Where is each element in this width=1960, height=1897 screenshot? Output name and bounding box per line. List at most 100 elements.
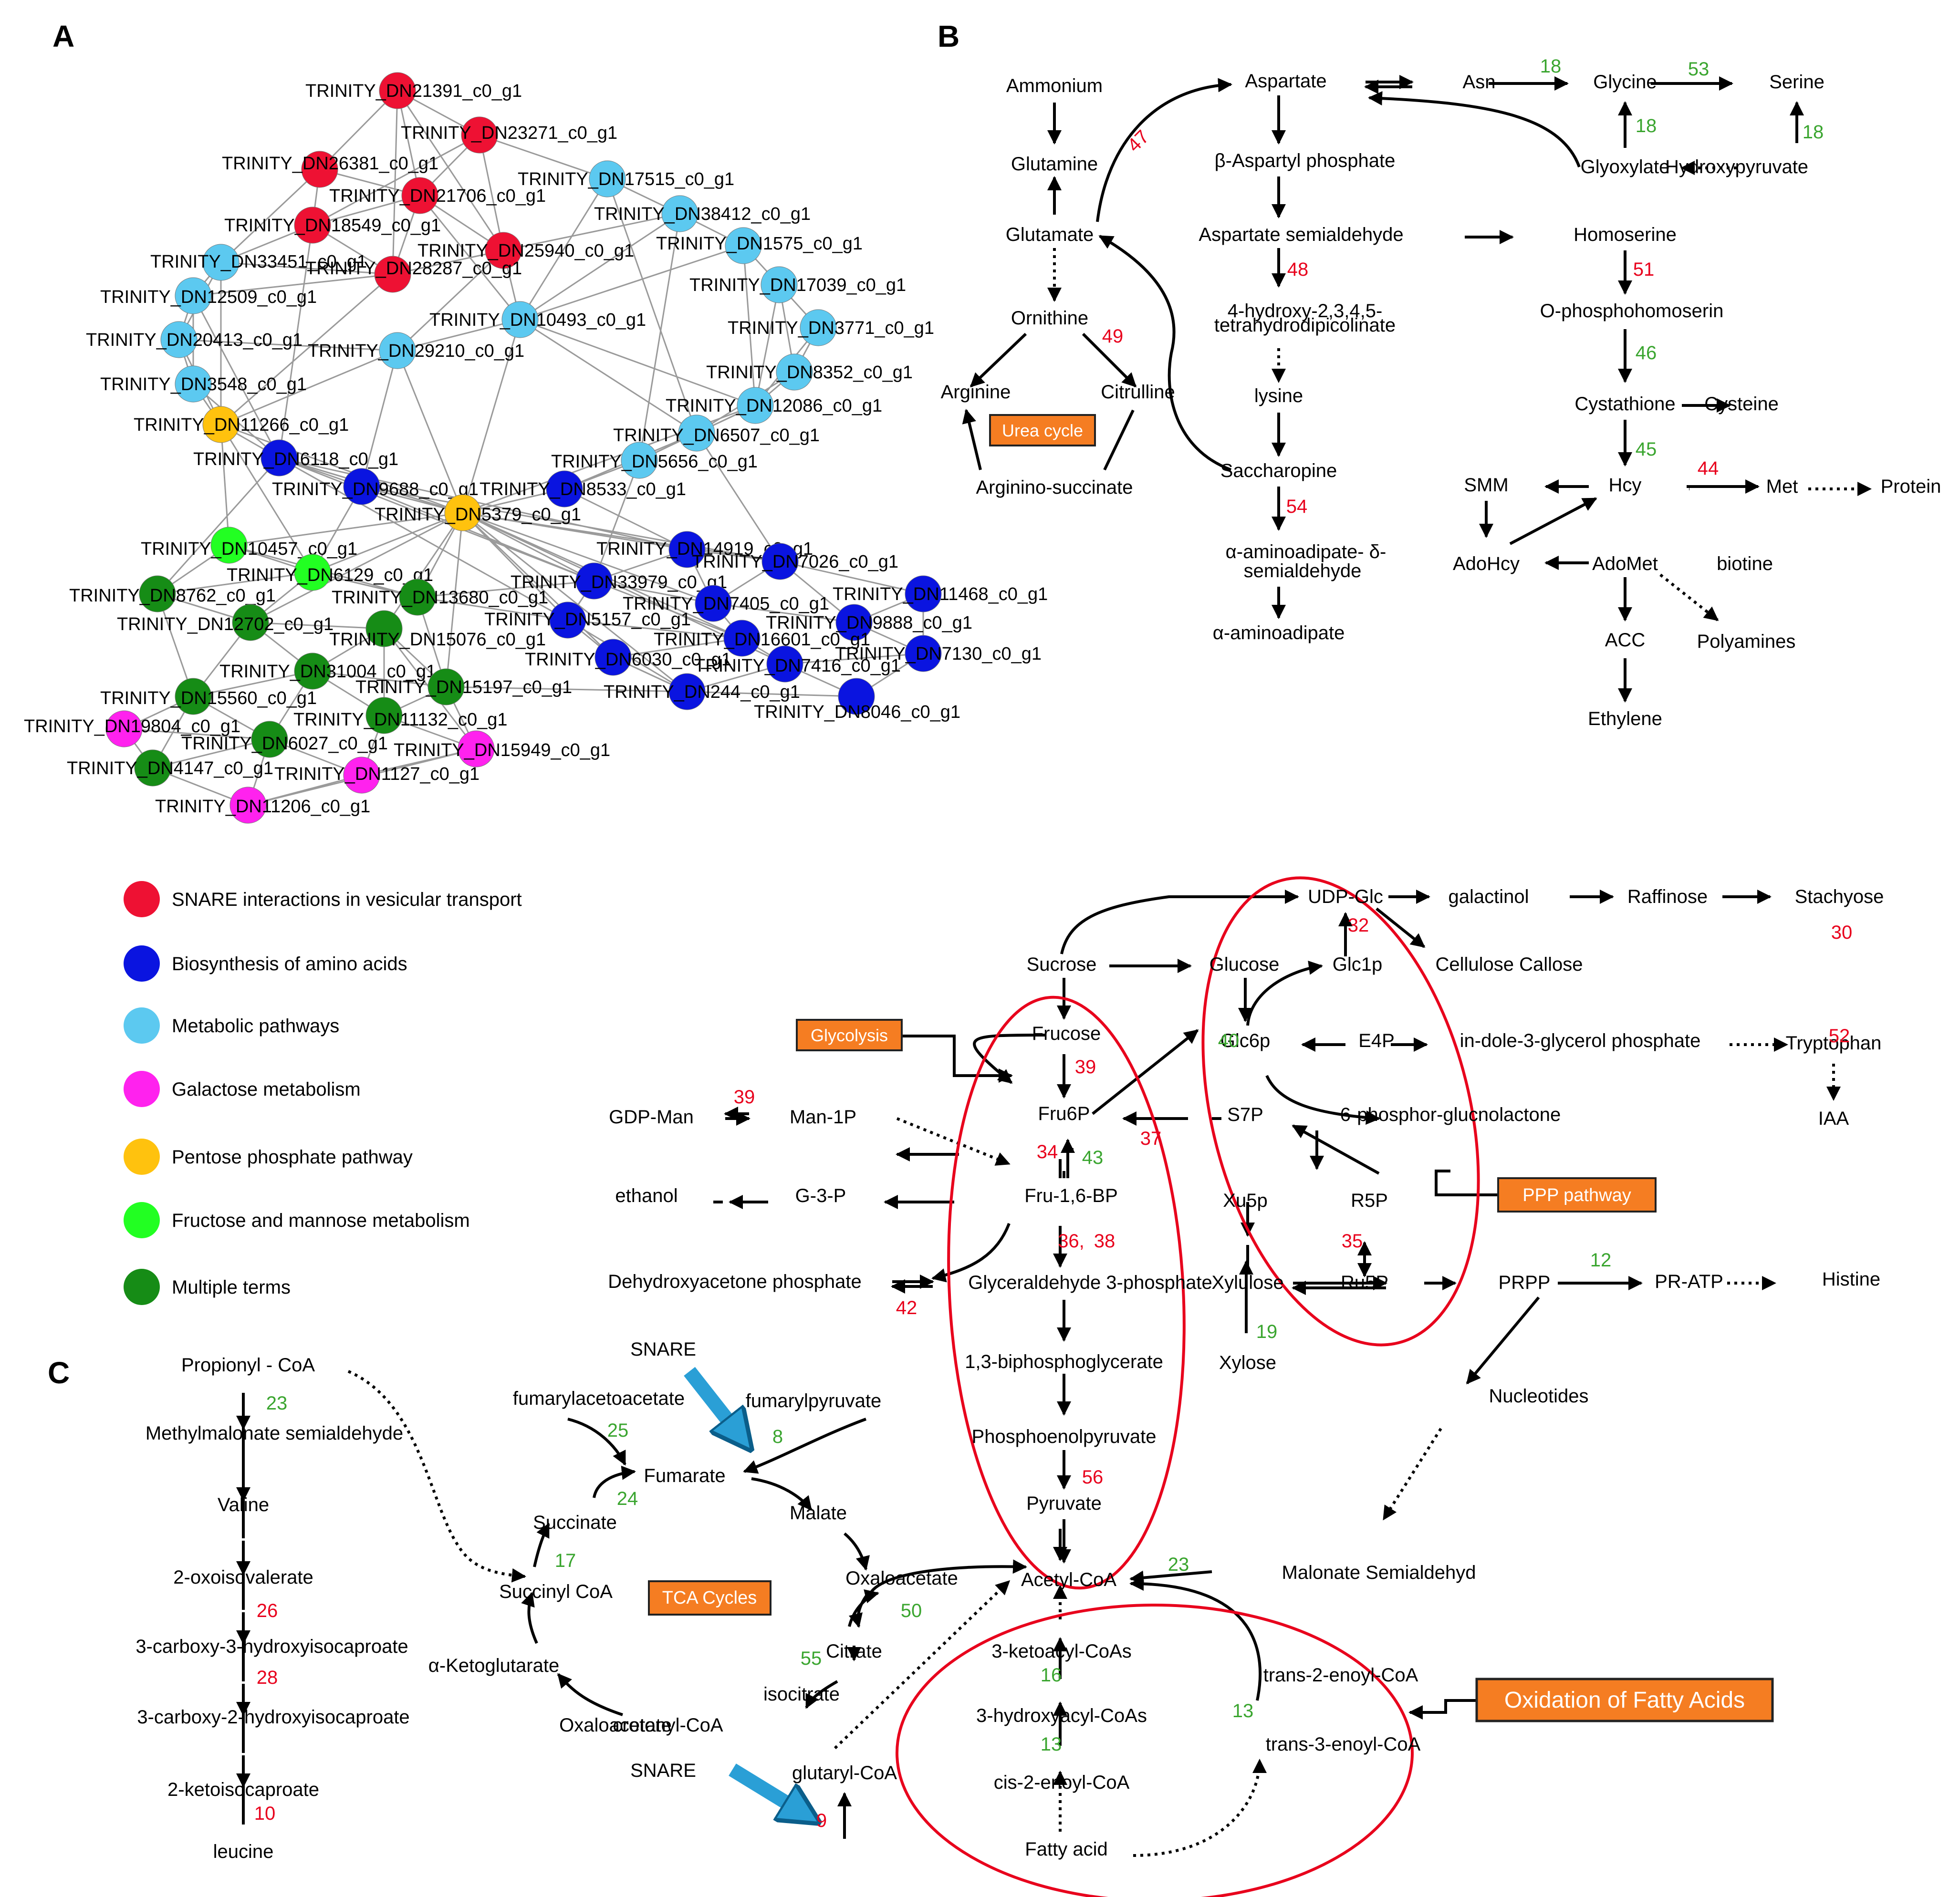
- metabolite-label: Cellulose Callose: [1435, 954, 1583, 975]
- network-node[interactable]: [546, 470, 583, 508]
- network-edge: [613, 637, 742, 658]
- network-node[interactable]: [723, 620, 761, 657]
- network-node[interactable]: [678, 415, 715, 452]
- metabolite-label: Histine: [1822, 1269, 1880, 1290]
- network-node[interactable]: [766, 645, 803, 683]
- metabolite-label: fumarylpyruvate: [746, 1390, 882, 1411]
- network-node[interactable]: [210, 527, 248, 564]
- metabolite-label: α-aminoadipate- δ-: [1226, 541, 1387, 562]
- network-edge: [520, 319, 697, 434]
- metabolite-label: Fumarate: [644, 1465, 725, 1486]
- network-node-label: TRINITY_DN6507_c0_g1: [613, 425, 820, 446]
- metabolite-label: Glc1p: [1333, 954, 1383, 975]
- network-node[interactable]: [343, 468, 380, 505]
- network-node[interactable]: [621, 442, 658, 479]
- network-node[interactable]: [139, 575, 176, 612]
- network-edge: [312, 512, 463, 573]
- network-edge: [462, 512, 614, 658]
- network-node[interactable]: [695, 585, 732, 622]
- metabolite-label: E4P: [1358, 1030, 1395, 1051]
- network-node[interactable]: [399, 579, 436, 616]
- network-node[interactable]: [668, 531, 706, 568]
- network-node-label: TRINITY_DN38412_c0_g1: [594, 204, 811, 224]
- network-edge: [361, 350, 398, 487]
- network-node[interactable]: [294, 207, 331, 244]
- network-edge: [156, 457, 280, 595]
- metabolite-label: Ethylene: [1588, 708, 1662, 729]
- metabolite-label: Ornithine: [1011, 308, 1088, 329]
- network-node[interactable]: [501, 301, 539, 338]
- legend-swatch: [124, 881, 160, 917]
- metabolite-label: IAA: [1818, 1108, 1849, 1129]
- network-node[interactable]: [594, 639, 632, 676]
- network-node[interactable]: [251, 721, 288, 758]
- network-edge: [606, 178, 698, 434]
- network-edge: [312, 195, 420, 226]
- network-node[interactable]: [379, 72, 416, 109]
- network-node[interactable]: [134, 749, 171, 787]
- metabolite-label: AdoMet: [1592, 553, 1658, 574]
- network-node-label: TRINITY_DN5656_c0_g1: [551, 452, 758, 472]
- network-node[interactable]: [444, 494, 481, 531]
- network-node[interactable]: [737, 387, 774, 424]
- network-edge: [193, 670, 313, 697]
- metabolite-label: Cystathione: [1574, 394, 1675, 415]
- network-node-label: TRINITY_DN26381_c0_g1: [222, 154, 438, 174]
- network-node[interactable]: [261, 439, 298, 477]
- network-node[interactable]: [294, 554, 331, 591]
- network-node[interactable]: [365, 697, 403, 734]
- network-node[interactable]: [202, 406, 240, 443]
- network-node[interactable]: [589, 160, 626, 197]
- network-node[interactable]: [661, 195, 699, 232]
- network-node[interactable]: [427, 668, 465, 705]
- network-node[interactable]: [725, 227, 762, 264]
- network-node[interactable]: [838, 678, 875, 715]
- network-node-label: TRINITY_DN7416_c0_g1: [694, 656, 901, 676]
- network-node-label: TRINITY_DN8762_c0_g1: [69, 586, 276, 606]
- legend-swatch: [124, 1007, 160, 1044]
- network-node[interactable]: [202, 244, 240, 281]
- network-edge: [178, 339, 398, 352]
- enzyme-number-green: 23: [266, 1393, 288, 1414]
- network-node[interactable]: [105, 710, 143, 747]
- network-edge: [124, 728, 270, 740]
- network-node[interactable]: [800, 309, 837, 346]
- metabolite-label: crotonyl-CoA: [613, 1715, 723, 1736]
- metabolite-label: Phosphoenolpyruvate: [972, 1426, 1157, 1447]
- network-node[interactable]: [575, 562, 613, 600]
- network-node[interactable]: [374, 256, 411, 293]
- network-node[interactable]: [485, 232, 522, 269]
- network-node[interactable]: [835, 604, 873, 641]
- network-edge: [193, 273, 393, 297]
- enzyme-number-red: 37: [1140, 1128, 1162, 1149]
- network-node[interactable]: [175, 277, 212, 314]
- network-node-label: TRINITY_DN21706_c0_g1: [329, 186, 546, 206]
- metabolite-label: Saccharopine: [1220, 460, 1337, 481]
- network-node[interactable]: [905, 575, 942, 612]
- network-node[interactable]: [668, 673, 706, 710]
- network-node[interactable]: [294, 653, 331, 690]
- network-edge: [312, 670, 447, 688]
- network-node[interactable]: [761, 543, 799, 580]
- network-node[interactable]: [905, 635, 942, 672]
- network-node[interactable]: [229, 787, 267, 824]
- network-node[interactable]: [175, 678, 212, 715]
- network-node[interactable]: [379, 332, 416, 369]
- network-edge: [462, 512, 781, 562]
- network-node[interactable]: [401, 177, 438, 214]
- network-node[interactable]: [461, 116, 498, 154]
- network-node-label: TRINITY_DN4147_c0_g1: [67, 758, 273, 778]
- network-node[interactable]: [301, 151, 338, 188]
- network-node[interactable]: [458, 730, 495, 767]
- network-node[interactable]: [365, 610, 403, 647]
- network-edge: [462, 512, 594, 582]
- network-edge: [361, 486, 781, 562]
- network-node[interactable]: [343, 757, 380, 794]
- network-node[interactable]: [549, 601, 586, 639]
- network-node[interactable]: [776, 353, 813, 391]
- network-node[interactable]: [160, 321, 198, 358]
- network-node[interactable]: [761, 266, 798, 303]
- network-node[interactable]: [175, 365, 212, 403]
- network-node[interactable]: [232, 604, 269, 641]
- network-node-label: TRINITY_DN3548_c0_g1: [100, 374, 307, 394]
